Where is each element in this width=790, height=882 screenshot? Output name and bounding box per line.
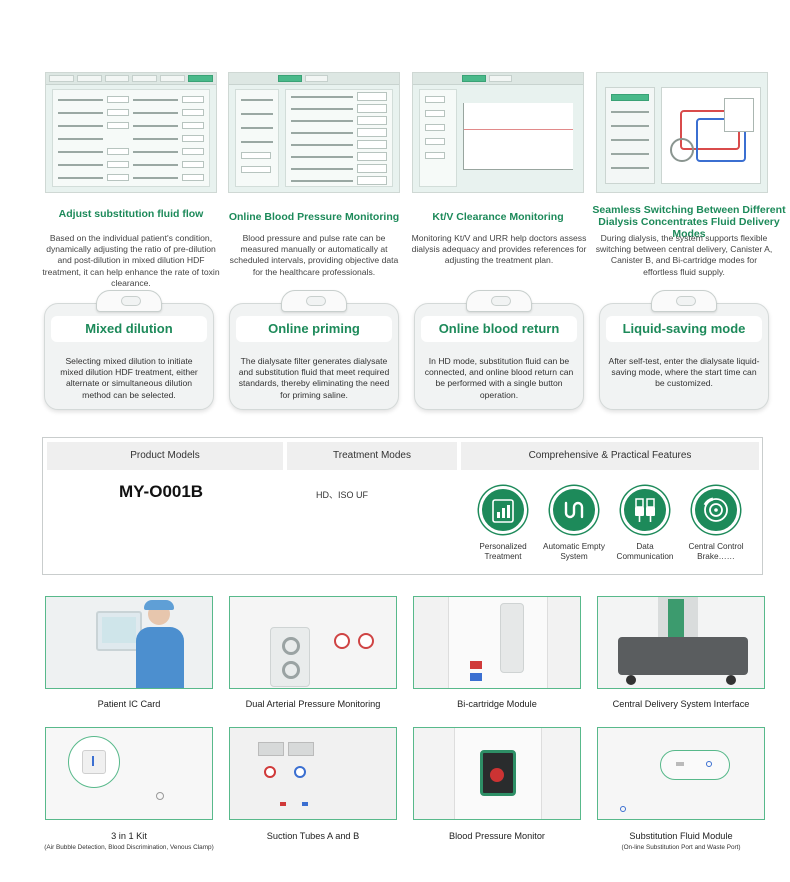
feature-desc-switching: During dialysis, the system supports fle… (595, 233, 773, 277)
feature-central-brake: Central Control Brake…… (679, 486, 753, 561)
tab-ktv[interactable] (462, 75, 486, 82)
card-mixed-dilution: Mixed dilution Selecting mixed dilution … (44, 290, 214, 410)
card-title: Liquid-saving mode (606, 316, 762, 342)
tab-run-params[interactable] (49, 75, 74, 82)
card-desc: In HD mode, substitution fluid can be co… (424, 356, 574, 400)
photo-patient-ic-card (45, 596, 213, 689)
product-spec-table: Product Models Treatment Modes Comprehen… (42, 437, 763, 575)
feature-label: Personalized Treatment (479, 542, 527, 561)
card-desc: Selecting mixed dilution to initiate mix… (60, 356, 198, 400)
settings-panel (52, 89, 210, 187)
substitution-settings-screen (45, 72, 217, 193)
abpm-screen (228, 72, 400, 193)
photo-central-delivery (597, 596, 765, 689)
header-treatment-modes: Treatment Modes (287, 442, 457, 470)
tab-urr[interactable] (488, 75, 513, 82)
photo-bi-cartridge (413, 596, 581, 689)
photo-sublabel: (Air Bubble Detection, Blood Discriminat… (44, 844, 214, 851)
ktv-trend-chart (463, 103, 573, 170)
card-online-blood-return: Online blood return In HD mode, substitu… (414, 290, 584, 410)
tab-dil[interactable] (132, 75, 158, 82)
photo-label: Substitution Fluid Module (629, 831, 733, 841)
photo-label: Dual Arterial Pressure Monitoring (245, 699, 381, 709)
feature-title-bp: Online Blood Pressure Monitoring (228, 211, 400, 223)
feature-auto-empty: Automatic Empty System (537, 486, 611, 561)
clipboard-clip-icon (96, 290, 162, 312)
feature-title-switching: Seamless Switching Between Different Dia… (592, 204, 786, 240)
treatment-mode-screen (596, 72, 768, 193)
card-liquid-saving: Liquid-saving mode After self-test, ente… (599, 290, 769, 410)
feature-label: Data Communication (616, 542, 674, 561)
header-features: Comprehensive & Practical Features (461, 442, 759, 470)
feature-label: Central Control Brake…… (688, 542, 744, 561)
feature-title-substitution: Adjust substitution fluid flow (58, 208, 204, 220)
photo-sublabel: (On-line Substitution Port and Waste Por… (621, 844, 741, 851)
card-title: Online priming (236, 316, 392, 342)
clipboard-clip-icon (466, 290, 532, 312)
screen-tab-bar (46, 73, 216, 85)
photo-3in1-kit (45, 727, 213, 820)
feature-label: Automatic Empty System (543, 542, 605, 561)
abpm-limits (285, 89, 393, 187)
photo-label: Central Delivery System Interface (612, 699, 750, 709)
feature-desc-bp: Blood pressure and pulse rate can be mea… (229, 233, 399, 277)
clipboard-clip-icon (281, 290, 347, 312)
card-desc: After self-test, enter the dialysate liq… (608, 356, 760, 389)
card-desc: The dialysate filter generates dialysate… (238, 356, 390, 400)
fluid-path-diagram (661, 87, 761, 184)
card-online-priming: Online priming The dialysate filter gene… (229, 290, 399, 410)
patient-params (419, 89, 457, 187)
chart-icon (492, 499, 514, 523)
tab-subst-fluid[interactable] (188, 75, 213, 82)
tab-pressure[interactable] (104, 75, 130, 82)
ktv-screen (412, 72, 584, 193)
photo-substitution-module (597, 727, 765, 820)
card-title: Mixed dilution (51, 316, 207, 342)
photo-label: 3 in 1 Kit (111, 831, 147, 841)
usb-plug-icon (635, 498, 655, 522)
tab-history[interactable] (304, 75, 329, 82)
clipboard-clip-icon (651, 290, 717, 312)
photo-label: Bi-cartridge Module (457, 699, 537, 709)
brake-disc-icon (703, 497, 728, 522)
screen-tab-bar (413, 73, 583, 85)
header-product-models: Product Models (47, 442, 283, 470)
photo-label: Suction Tubes A and B (266, 831, 360, 841)
product-model: MY-O001B (119, 482, 204, 501)
treatment-modes-value: HD、ISO UF (316, 490, 369, 500)
tab-uf[interactable] (76, 75, 102, 82)
loop-icon (564, 501, 584, 519)
feature-desc-ktv: Monitoring Kt/V and URR help doctors ass… (411, 233, 587, 266)
photo-suction-tubes (229, 727, 397, 820)
feature-data-communication: Data Communication (608, 486, 682, 561)
photo-label: Blood Pressure Monitor (448, 831, 545, 841)
tab-alarm-limit[interactable] (278, 75, 302, 82)
photo-label: Patient IC Card (97, 699, 161, 709)
card-title: Online blood return (421, 316, 577, 342)
photo-bp-monitor (413, 727, 581, 820)
feature-desc-substitution: Based on the individual patient's condit… (42, 233, 220, 288)
feature-personalized: Personalized Treatment (466, 486, 540, 561)
photo-dual-arterial-pressure (229, 596, 397, 689)
abpm-readings (235, 89, 279, 187)
feature-title-ktv: Kt/V Clearance Monitoring (432, 211, 564, 223)
mode-list (605, 87, 655, 184)
tab-blood-params[interactable] (160, 75, 186, 82)
screen-tab-bar (229, 73, 399, 85)
